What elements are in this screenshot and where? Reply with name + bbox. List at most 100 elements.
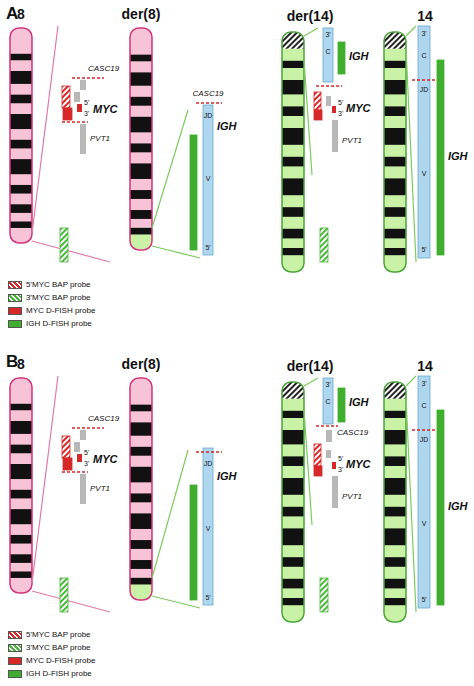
- legend-text: 5'MYC BAP probe: [26, 280, 91, 289]
- gene-label: CASC19: [88, 64, 119, 73]
- chromosome-title: 8: [17, 356, 25, 372]
- zoom-line: [32, 376, 58, 583]
- breakpoint-line: [316, 425, 338, 427]
- probe-box: [314, 444, 321, 466]
- end-label: V: [422, 170, 427, 178]
- gene-box: [326, 430, 332, 442]
- probe-box: [63, 458, 72, 470]
- probe-box: [338, 388, 345, 422]
- gene-label: CASC19: [192, 89, 223, 98]
- chromosome-title: 14: [417, 358, 433, 374]
- chromosome: [10, 378, 32, 593]
- locus-label: MYC: [346, 458, 370, 471]
- locus-label: IGH: [349, 396, 369, 409]
- chromosome: [384, 32, 406, 272]
- probe-box: [60, 578, 68, 612]
- chromosome-title: der(8): [122, 6, 161, 22]
- chromosome-outline: [10, 28, 32, 243]
- end-label: 3': [338, 466, 343, 474]
- gene-box: [80, 80, 86, 90]
- legend-entry: MYC D-FISH probe: [8, 656, 95, 665]
- gene-label: PVT1: [90, 134, 110, 143]
- breakpoint-line: [72, 77, 104, 79]
- zoom-line: [406, 376, 416, 386]
- end-label: 5': [205, 244, 210, 252]
- legend-swatch: [8, 307, 22, 315]
- legend-text: 3'MYC BAP probe: [26, 643, 91, 652]
- end-label: V: [422, 520, 427, 528]
- chromosome: [10, 28, 32, 243]
- igh-locus: [418, 26, 430, 258]
- end-label: 3': [325, 31, 330, 39]
- end-label: C: [325, 48, 330, 56]
- legend-swatch: [8, 644, 22, 652]
- probe-box: [60, 228, 68, 262]
- igh-locus: [323, 28, 333, 82]
- legend-text: 3'MYC BAP probe: [26, 293, 91, 302]
- legend-swatch: [8, 670, 22, 678]
- panel-letter: A: [6, 4, 18, 24]
- legend-text: MYC D-FISH probe: [26, 306, 95, 315]
- breakpoint-line: [72, 427, 104, 429]
- end-label: 5': [205, 594, 210, 602]
- breakpoint-line: [412, 79, 436, 81]
- zoom-line: [304, 60, 312, 175]
- chromosome-title: der(8): [122, 356, 161, 372]
- legend-entry: 3'MYC BAP probe: [8, 643, 91, 652]
- breakpoint-line: [196, 102, 222, 104]
- chromosome-outline: [384, 382, 406, 622]
- legend-entry: 5'MYC BAP probe: [8, 630, 91, 639]
- gene-box: [332, 476, 338, 508]
- probe-box: [190, 135, 197, 250]
- end-label: 5': [84, 99, 89, 107]
- legend-swatch: [8, 631, 22, 639]
- end-label: 5': [338, 455, 343, 463]
- locus-label: IGH: [217, 470, 237, 483]
- end-label: 3': [84, 110, 89, 118]
- locus-label: MYC: [346, 102, 370, 115]
- igh-locus: [203, 448, 213, 605]
- chromosome-outline: [384, 32, 406, 272]
- zoom-line: [32, 591, 110, 612]
- zoom-line: [406, 26, 416, 36]
- chromosome-title: 14: [417, 8, 433, 24]
- zoom-line: [32, 241, 110, 262]
- probe-box: [314, 466, 322, 476]
- zoom-line: [152, 450, 188, 578]
- breakpoint-line: [196, 451, 222, 453]
- probe-box: [338, 42, 345, 74]
- probe-box: [314, 92, 321, 110]
- chromosome: [282, 382, 304, 622]
- chromosome-outline: [282, 382, 304, 622]
- igh-locus: [323, 378, 333, 424]
- zoom-line: [32, 26, 58, 233]
- legend-swatch: [8, 281, 22, 289]
- chromosome-outline: [282, 32, 304, 272]
- igh-locus: [203, 105, 213, 255]
- end-label: C: [325, 398, 330, 406]
- gene-label: PVT1: [342, 492, 362, 501]
- gene-box: [332, 106, 336, 113]
- gene-box: [77, 104, 82, 112]
- legend-text: IGH D-FISH probe: [26, 669, 92, 678]
- chromosome-title: der(14): [287, 358, 334, 374]
- gene-box: [74, 92, 80, 102]
- end-label: 3': [84, 460, 89, 468]
- chromosome: [130, 378, 152, 600]
- probe-box: [62, 436, 70, 458]
- probe-box: [320, 578, 328, 612]
- legend-text: MYC D-FISH probe: [26, 656, 95, 665]
- probe-box: [437, 410, 444, 605]
- gene-box: [332, 120, 338, 152]
- locus-label: IGH: [349, 50, 369, 63]
- end-label: JD: [420, 86, 429, 94]
- legend-swatch: [8, 320, 22, 328]
- locus-label: IGH: [217, 120, 237, 133]
- gene-box: [80, 474, 86, 504]
- end-label: 5': [421, 246, 426, 254]
- chromosome: [384, 382, 406, 622]
- chromosome: [282, 32, 304, 272]
- zoom-line: [304, 410, 312, 525]
- legend-swatch: [8, 294, 22, 302]
